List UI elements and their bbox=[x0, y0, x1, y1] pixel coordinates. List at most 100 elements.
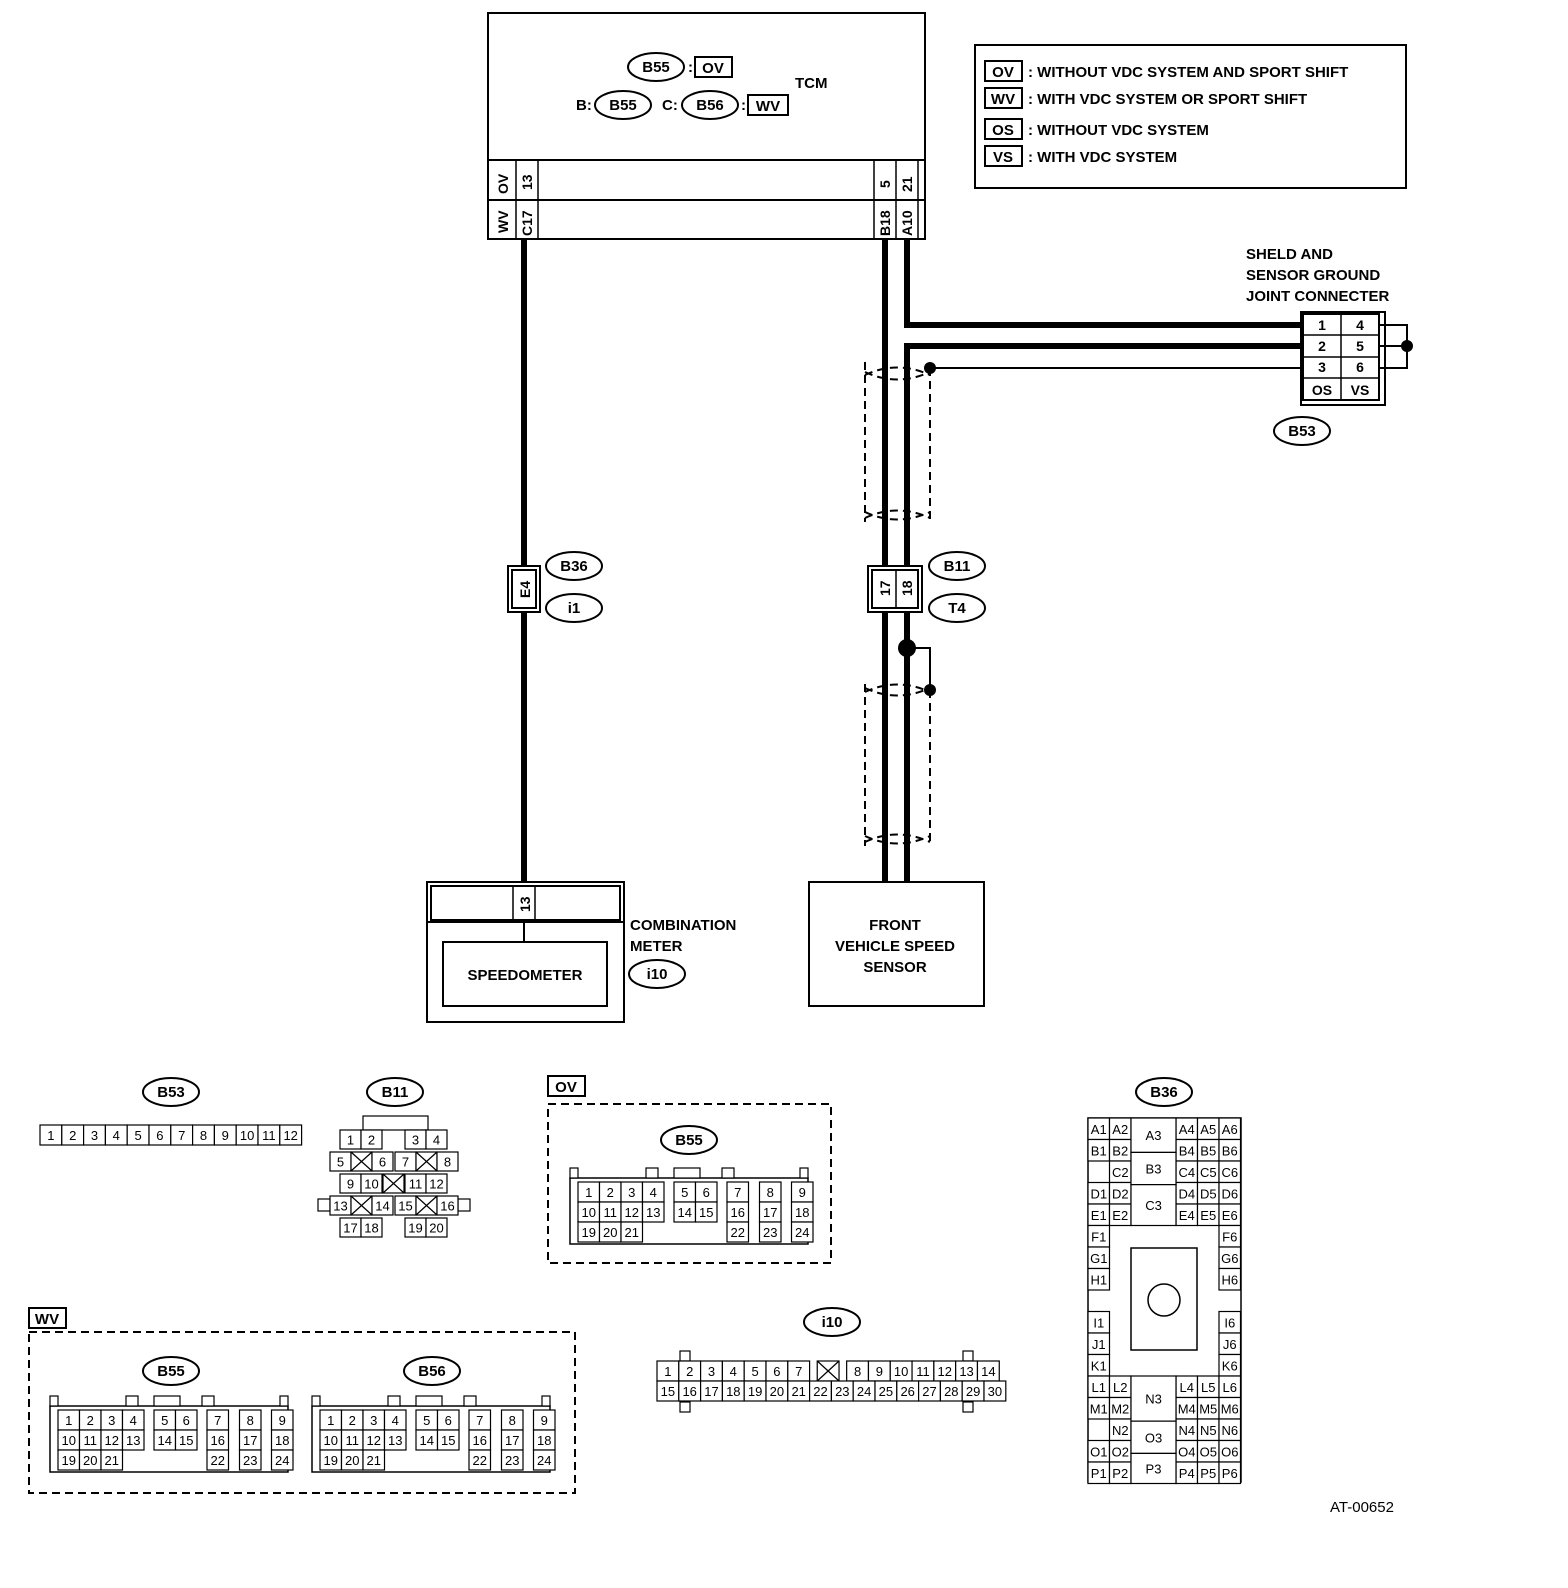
b11-pin: 7 bbox=[402, 1155, 409, 1170]
legend-tag-1: WV bbox=[991, 91, 1015, 108]
b36-pin: D6 bbox=[1221, 1186, 1238, 1201]
doc-id: AT-00652 bbox=[1330, 1499, 1394, 1516]
b36-pin: C3 bbox=[1145, 1198, 1162, 1213]
meter-title-l1: COMBINATION bbox=[630, 917, 736, 934]
b53-pin: 7 bbox=[178, 1128, 185, 1143]
b36-pin: A3 bbox=[1146, 1128, 1162, 1143]
pin24-pin: 24 bbox=[537, 1453, 551, 1468]
sensor-l3: SENSOR bbox=[863, 959, 927, 976]
pin24-pin: 10 bbox=[62, 1433, 76, 1448]
i10-pin: 25 bbox=[879, 1384, 893, 1399]
pin24-pin: 20 bbox=[603, 1225, 617, 1240]
b36-pin: P4 bbox=[1179, 1466, 1195, 1481]
joint-pin-2: 2 bbox=[1318, 338, 1326, 354]
pin24-pin: 21 bbox=[367, 1453, 381, 1468]
pin24-pin: 24 bbox=[795, 1225, 809, 1240]
tcm-tag-wv: WV bbox=[756, 98, 780, 115]
i10-pin: 2 bbox=[686, 1364, 693, 1379]
b53-pin: 8 bbox=[200, 1128, 207, 1143]
b11-link-conn-top: B11 bbox=[944, 558, 971, 575]
b11-pin: 6 bbox=[379, 1155, 386, 1170]
pin24-pin: 2 bbox=[607, 1185, 614, 1200]
b36-pin: D4 bbox=[1178, 1186, 1195, 1201]
legend: OV : WITHOUT VDC SYSTEM AND SPORT SHIFT … bbox=[974, 44, 1407, 189]
i10-pin: 28 bbox=[944, 1384, 958, 1399]
pin24-pin: 6 bbox=[445, 1413, 452, 1428]
joint-pin-3: 3 bbox=[1318, 359, 1326, 375]
pin24-pin: 8 bbox=[247, 1413, 254, 1428]
joint-pin-os: OS bbox=[1312, 382, 1332, 398]
i10-pin: 19 bbox=[748, 1384, 762, 1399]
tcm-row1-left-tag: OV bbox=[495, 173, 511, 194]
pin24-pin: 14 bbox=[420, 1433, 434, 1448]
i10-pin: 24 bbox=[857, 1384, 871, 1399]
b36-pin: B1 bbox=[1091, 1143, 1107, 1158]
b36-pin: C5 bbox=[1200, 1165, 1217, 1180]
pin24-pin: 22 bbox=[731, 1225, 745, 1240]
pin24-pin: 3 bbox=[108, 1413, 115, 1428]
joint-title-l2: SENSOR GROUND bbox=[1246, 267, 1380, 284]
pin24-pin: 9 bbox=[279, 1413, 286, 1428]
sensor-l2: VEHICLE SPEED bbox=[835, 938, 955, 955]
pin24-pin: 10 bbox=[324, 1433, 338, 1448]
i10-pin: 3 bbox=[708, 1364, 715, 1379]
meter-pin: 13 bbox=[517, 896, 533, 912]
pin24-pin: 6 bbox=[703, 1185, 710, 1200]
b11-pin: 4 bbox=[433, 1133, 440, 1148]
i10-pin: 8 bbox=[854, 1364, 861, 1379]
pin24-pin: 7 bbox=[734, 1185, 741, 1200]
b53-label: B53 bbox=[157, 1084, 185, 1101]
b36-pin: M2 bbox=[1111, 1401, 1129, 1416]
wv-group-tag: WV bbox=[35, 1311, 59, 1328]
i10-pin: 21 bbox=[791, 1384, 805, 1399]
shield-upper bbox=[864, 362, 931, 522]
b36-pin: G6 bbox=[1221, 1251, 1238, 1266]
b53-pin: 3 bbox=[91, 1128, 98, 1143]
pin24-pin: 23 bbox=[243, 1453, 257, 1468]
b53-pin: 12 bbox=[283, 1128, 297, 1143]
pin24-pin: 11 bbox=[604, 1205, 618, 1220]
i10-pin: 18 bbox=[726, 1384, 740, 1399]
pin24-pin: 14 bbox=[678, 1205, 692, 1220]
b36-pin: L5 bbox=[1201, 1380, 1215, 1395]
joint-pin-6: 6 bbox=[1356, 359, 1364, 375]
pin24-pin: 16 bbox=[473, 1433, 487, 1448]
b36-pin: P5 bbox=[1200, 1466, 1216, 1481]
b36-pin: H6 bbox=[1221, 1272, 1238, 1287]
i10-label: i10 bbox=[822, 1314, 843, 1331]
b36-pin: A6 bbox=[1222, 1122, 1238, 1137]
tcm-unit: OV 13 WV C17 5 21 B18 A10 B55 : OV B: B5… bbox=[487, 12, 926, 240]
pin24-pin: 13 bbox=[388, 1433, 402, 1448]
ov-group-tag: OV bbox=[555, 1079, 577, 1096]
joint-connector: SHELD AND SENSOR GROUND JOINT CONNECTER … bbox=[1246, 246, 1413, 446]
b11-pin: 1 bbox=[347, 1133, 354, 1148]
b36-pin: I6 bbox=[1224, 1315, 1235, 1330]
pin24-pin: 17 bbox=[243, 1433, 257, 1448]
pin24-pin: 17 bbox=[505, 1433, 519, 1448]
i10-pin: 14 bbox=[981, 1364, 995, 1379]
b36-pin: M1 bbox=[1090, 1401, 1108, 1416]
b11-pin: 3 bbox=[412, 1133, 419, 1148]
svg-text::: : bbox=[741, 97, 746, 114]
i10-pin: 5 bbox=[751, 1364, 758, 1379]
i10-pin: 11 bbox=[916, 1364, 930, 1379]
i10-pin: 9 bbox=[876, 1364, 883, 1379]
pin24-pin: 19 bbox=[62, 1453, 76, 1468]
b36-pin: A1 bbox=[1091, 1122, 1107, 1137]
b11-pin: 20 bbox=[429, 1221, 443, 1236]
b36-pin: B5 bbox=[1200, 1143, 1216, 1158]
i10-pin: 30 bbox=[988, 1384, 1002, 1399]
b36-pin: K1 bbox=[1091, 1358, 1107, 1373]
b36-pin: B3 bbox=[1146, 1162, 1162, 1177]
b36-pin: O6 bbox=[1221, 1444, 1238, 1459]
pin24-pin: 9 bbox=[541, 1413, 548, 1428]
legend-text-1: : WITH VDC SYSTEM OR SPORT SHIFT bbox=[1028, 91, 1307, 108]
tcm-row1-right-pin-b: 21 bbox=[899, 176, 915, 192]
tcm-c-conn: B56 bbox=[696, 97, 724, 114]
b11-pin: 9 bbox=[347, 1177, 354, 1192]
pin24-pin: 12 bbox=[625, 1205, 639, 1220]
